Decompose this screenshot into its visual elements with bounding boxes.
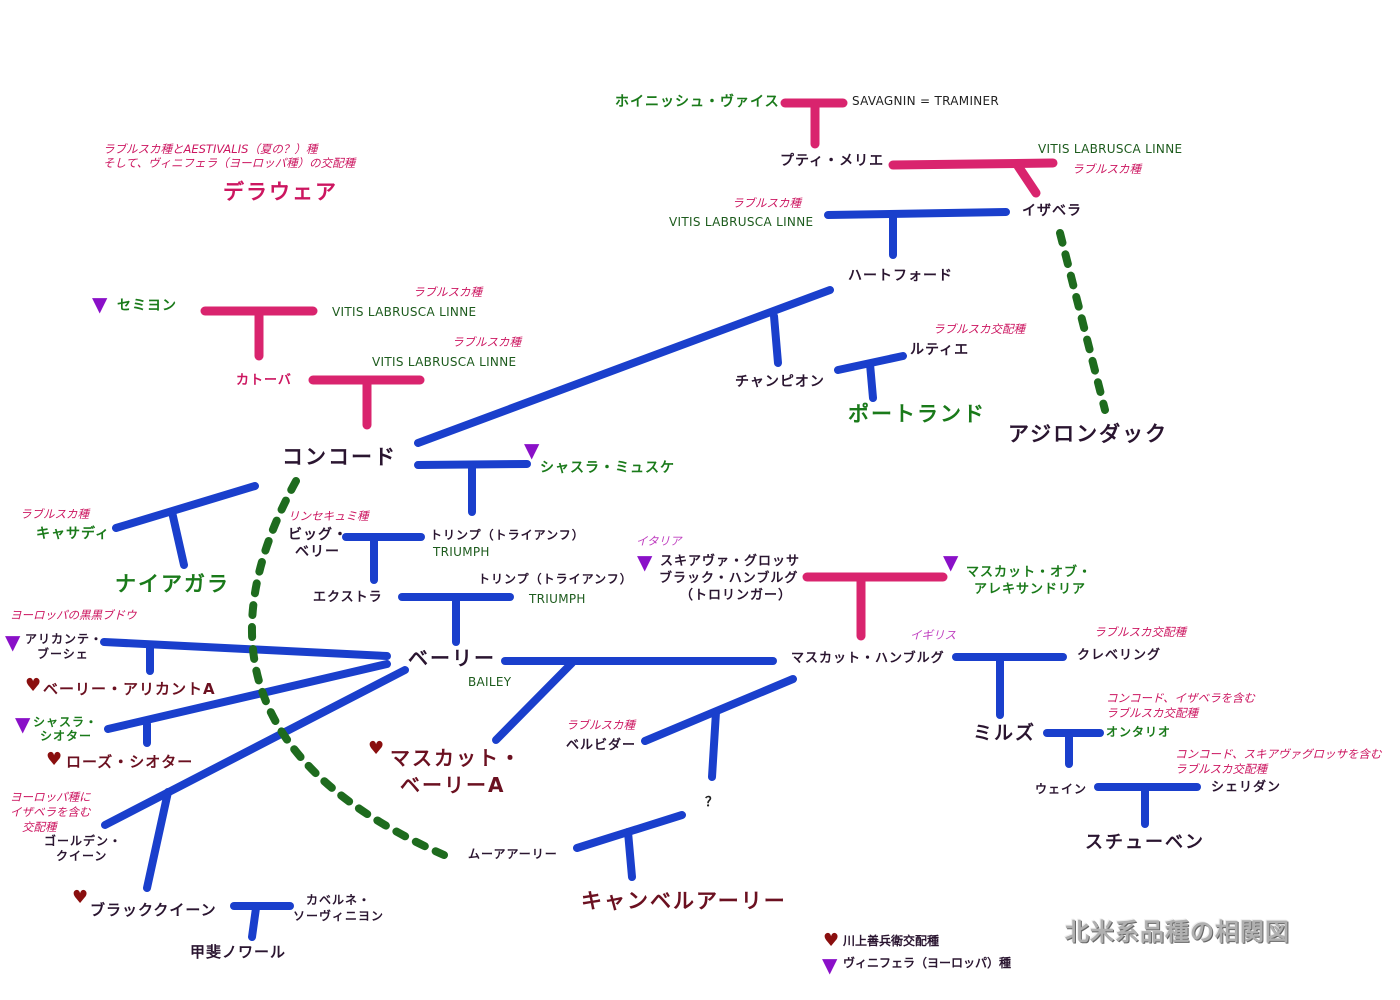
vinifera-icon: ▼ <box>5 630 21 654</box>
schiava-grossa-label-line-3: （トロリンガー） <box>680 588 793 603</box>
labrusca-species-label-4: ラブルスカ種 <box>452 335 521 349</box>
mills-label: ミルズ <box>973 722 1037 744</box>
sheridan-label: シェリダン <box>1211 780 1282 795</box>
berry-alicante-a-label: ベーリー・アリカントA <box>43 680 216 698</box>
vitis-labrusca-label-4: VITIS LABRUSCA LINNE <box>372 355 517 369</box>
big-berry-label-line-2: ベリー <box>295 544 340 560</box>
vitis-labrusca-label-2: VITIS LABRUSCA LINNE <box>669 215 814 229</box>
triumph-jp-label-1: トリンプ（トライアンフ） <box>430 528 585 542</box>
rinsekyumi-label: リンセキュミ種 <box>288 509 369 523</box>
moore-early-label: ムーアアーリー <box>468 847 558 861</box>
muscat-alexandria-label-line-2: アレキサンドリア <box>974 582 1087 597</box>
kawakami-heart-icon: ♥ <box>72 887 89 908</box>
isabella-label: イザベラ <box>1022 203 1082 219</box>
wayne-label: ウェイン <box>1035 782 1088 796</box>
adirondack-label: アジロンダック <box>1008 422 1169 446</box>
ontario-label: オンタリオ <box>1106 725 1172 739</box>
labrusca-species-label-6: ラブルスカ種 <box>566 718 635 732</box>
schiava-grossa-label-line-1: スキアヴァ・グロッサ <box>660 554 801 569</box>
vinifera-icon: ▼ <box>15 712 31 736</box>
golden-queen-label-line-1: ゴールデン・ <box>44 834 123 848</box>
green-dashed-lines <box>248 229 1109 859</box>
kawakami-heart-icon: ♥ <box>46 749 63 770</box>
labrusca-hybrid-label-2: ラブルスカ交配種 <box>1094 625 1186 639</box>
hartford-label: ハートフォード <box>848 268 953 284</box>
diagram-title: 北米系品種の相関図 <box>1065 918 1290 946</box>
vinifera-icon: ▼ <box>943 550 959 574</box>
catawba-label: カトーバ <box>236 373 292 388</box>
schiava-grossa-label-line-2: ブラック・ハンブルグ <box>659 571 799 586</box>
labrusca-species-label-1: ラブルスカ種 <box>1072 162 1141 176</box>
golden-queen-label-line-2: クイーン <box>56 849 108 863</box>
extra-label: エクストラ <box>313 590 383 605</box>
savagnin-label: SAVAGNIN = TRAMINER <box>852 94 1000 108</box>
big-berry-label-line-1: ビッグ・ <box>288 527 348 543</box>
legend-vinifera-icon: ▼ <box>822 953 838 977</box>
kawakami-heart-icon: ♥ <box>25 675 42 696</box>
portland-label: ポートランド <box>848 402 986 426</box>
triumph-en-label-1: TRIUMPH <box>433 545 490 559</box>
delaware-note-line-1: ラブルスカ種とAESTIVALIS（夏の？）種 <box>103 142 318 156</box>
heunisch-weiss-label: ホイニッシュ・ヴァイス <box>615 94 780 110</box>
labrusca-species-label-5: ラブルスカ種 <box>20 507 89 521</box>
vinifera-icon: ▼ <box>92 292 108 316</box>
legend-vinifera-label: ヴィニフェラ（ヨーロッパ）種 <box>843 956 1012 970</box>
england-label: イギリス <box>910 628 956 642</box>
petit-meslier-label: プティ・メリエ <box>780 153 885 169</box>
chasselas-musque-label: シャスラ・ミュスケ <box>540 460 675 476</box>
cassady-label: キャサディ <box>36 526 111 542</box>
concord-label: コンコード <box>282 445 397 469</box>
concord-isabella-note-line-1: コンコード、イザベラを含む <box>1106 691 1256 705</box>
european-isabella-note-line-2: イザベラを含む <box>10 805 91 819</box>
vinifera-icon: ▼ <box>637 550 653 574</box>
alicante-bouschet-label-line-1: アリカンテ・ <box>25 632 104 646</box>
cabernet-sauvignon-label-line-2: ソーヴィニヨン <box>293 909 385 923</box>
rose-ciotat-label: ローズ・シオター <box>66 753 194 771</box>
european-isabella-note-line-1: ヨーロッパ種に <box>10 790 91 804</box>
kai-noir-label: 甲斐ノワール <box>190 943 287 961</box>
delaware-note-line-2: そして、ヴィニフェラ（ヨーロッパ種）の交配種 <box>103 156 356 170</box>
european-black-grape-label: ヨーロッパの黒黒ブドウ <box>10 608 137 622</box>
kawakami-heart-icon: ♥ <box>368 738 385 759</box>
legend-heart-icon: ♥ <box>823 930 840 951</box>
muscat-alexandria-label-line-1: マスカット・オブ・ <box>966 565 1093 580</box>
vitis-labrusca-label-1: VITIS LABRUSCA LINNE <box>1038 142 1183 156</box>
labrusca-species-label-2: ラブルスカ種 <box>732 196 801 210</box>
muscat-hamburg-label: マスカット・ハンブルグ <box>791 651 945 666</box>
unknown-parent-label: ？ <box>705 795 720 810</box>
delaware-label: デラウェア <box>223 180 338 204</box>
chasselas-ciotat-label-line-2: シオター <box>40 729 93 743</box>
triumph-en-label-2: TRIUMPH <box>529 592 586 606</box>
steuben-label: スチューベン <box>1085 832 1205 853</box>
vitis-labrusca-label-3: VITIS LABRUSCA LINNE <box>332 305 477 319</box>
blue-connectors <box>100 208 1201 941</box>
muscat-bailey-a-label-line-2: ベーリーA <box>400 773 506 797</box>
chasselas-ciotat-label-line-1: シャスラ・ <box>33 715 99 729</box>
legend-kawakami-label: 川上善兵衛交配種 <box>843 934 940 948</box>
concord-schiava-note-line-2: ラブルスカ交配種 <box>1175 762 1267 776</box>
european-isabella-note-line-3: 交配種 <box>22 820 57 834</box>
italy-label: イタリア <box>636 534 682 548</box>
bailey-label: ベーリー <box>408 646 496 670</box>
cabernet-sauvignon-label-line-1: カベルネ・ <box>306 893 372 907</box>
semillon-label: セミヨン <box>117 298 177 314</box>
labrusca-hybrid-label-1: ラブルスカ交配種 <box>933 322 1025 336</box>
clevering-label: クレベリング <box>1077 648 1162 663</box>
black-queen-label: ブラッククイーン <box>90 901 217 919</box>
campbell-early-label: キャンベルアーリー <box>581 889 787 913</box>
alicante-bouschet-label-line-2: ブーシェ <box>37 647 89 661</box>
pink-connectors <box>200 98 1058 641</box>
lutie-label: ルティエ <box>910 342 970 358</box>
concord-isabella-note-line-2: ラブルスカ交配種 <box>1106 706 1198 720</box>
bailey-en-label: BAILEY <box>468 675 512 689</box>
labrusca-species-label-3: ラブルスカ種 <box>413 285 482 299</box>
vinifera-icon: ▼ <box>524 438 540 462</box>
concord-schiava-note-line-1: コンコード、スキアヴァグロッサを含む <box>1175 747 1382 761</box>
muscat-bailey-a-label-line-1: マスカット・ <box>390 746 522 770</box>
niagara-label: ナイアガラ <box>115 572 230 596</box>
champion-label: チャンピオン <box>735 374 825 390</box>
belvidere-label: ベルビダー <box>566 738 637 753</box>
triumph-jp-label-2: トリンプ（トライアンフ） <box>478 572 633 586</box>
